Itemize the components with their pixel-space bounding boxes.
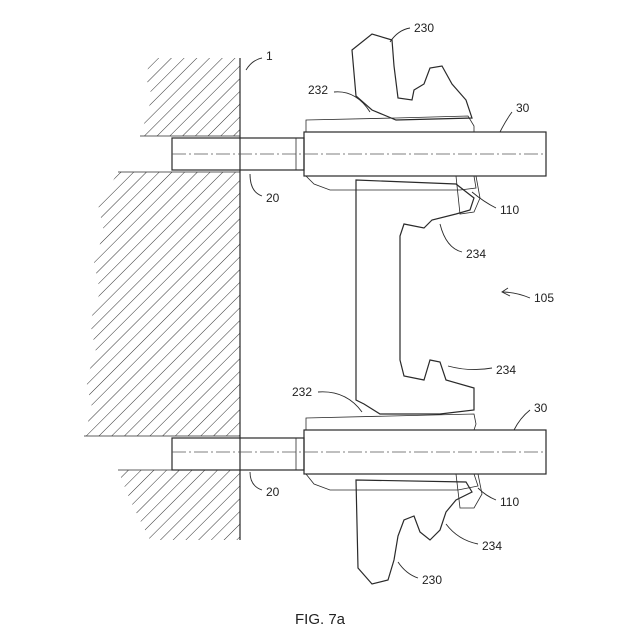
leader-30-top xyxy=(500,112,512,132)
lower-pipe-assembly xyxy=(172,430,546,474)
label-assembly: 105 xyxy=(534,291,554,305)
label-lip-mid: 234 xyxy=(496,363,516,377)
wall-middle-block xyxy=(84,172,240,436)
label-flange-top: 230 xyxy=(414,21,434,35)
label-flange-bottom: 230 xyxy=(422,573,442,587)
label-nipple-bottom: 20 xyxy=(266,485,280,499)
label-clamp-top: 110 xyxy=(500,203,519,217)
label-clamp-bottom: 110 xyxy=(500,495,519,509)
leader-110-top xyxy=(472,192,496,208)
label-wall: 1 xyxy=(266,49,273,63)
leader-30-bottom xyxy=(514,410,530,430)
wall-lower-block xyxy=(118,470,240,540)
leader-234-bottom xyxy=(446,524,478,544)
leader-20-top xyxy=(250,174,262,196)
wall-upper-block xyxy=(140,58,240,136)
label-nipple-top: 20 xyxy=(266,191,280,205)
leader-20-bottom xyxy=(250,472,262,490)
wall-section xyxy=(84,58,240,540)
flange-web xyxy=(356,180,474,414)
leader-232-top xyxy=(334,92,370,112)
leader-230-top xyxy=(390,28,410,42)
label-pipe-bottom: 30 xyxy=(534,401,548,415)
leader-234-top xyxy=(440,224,462,252)
flange-bottom-hook xyxy=(356,480,472,584)
lower-clamp-110 xyxy=(456,474,482,508)
label-pipe-top: 30 xyxy=(516,101,530,115)
label-seal-top: 232 xyxy=(308,83,328,97)
flange-top-hook xyxy=(352,34,472,120)
label-seal-bottom: 232 xyxy=(292,385,312,399)
reference-numerals: 1 230 232 30 20 110 234 105 234 232 30 2… xyxy=(266,21,554,587)
leader-lines xyxy=(246,28,530,578)
upper-pipe-assembly xyxy=(172,132,546,176)
leader-234-mid xyxy=(448,366,492,370)
lower-nipple xyxy=(172,438,304,470)
upper-seal-bottom xyxy=(306,176,476,190)
label-lip-top: 234 xyxy=(466,247,486,261)
leader-105 xyxy=(502,292,530,298)
figure-caption: FIG. 7a xyxy=(295,611,346,628)
leader-1 xyxy=(246,58,262,70)
label-lip-bottom: 234 xyxy=(482,539,502,553)
leader-110-bottom xyxy=(478,488,496,500)
seal-elements xyxy=(306,116,482,508)
leader-230-bottom xyxy=(398,562,418,578)
lower-seal-top xyxy=(306,414,476,430)
